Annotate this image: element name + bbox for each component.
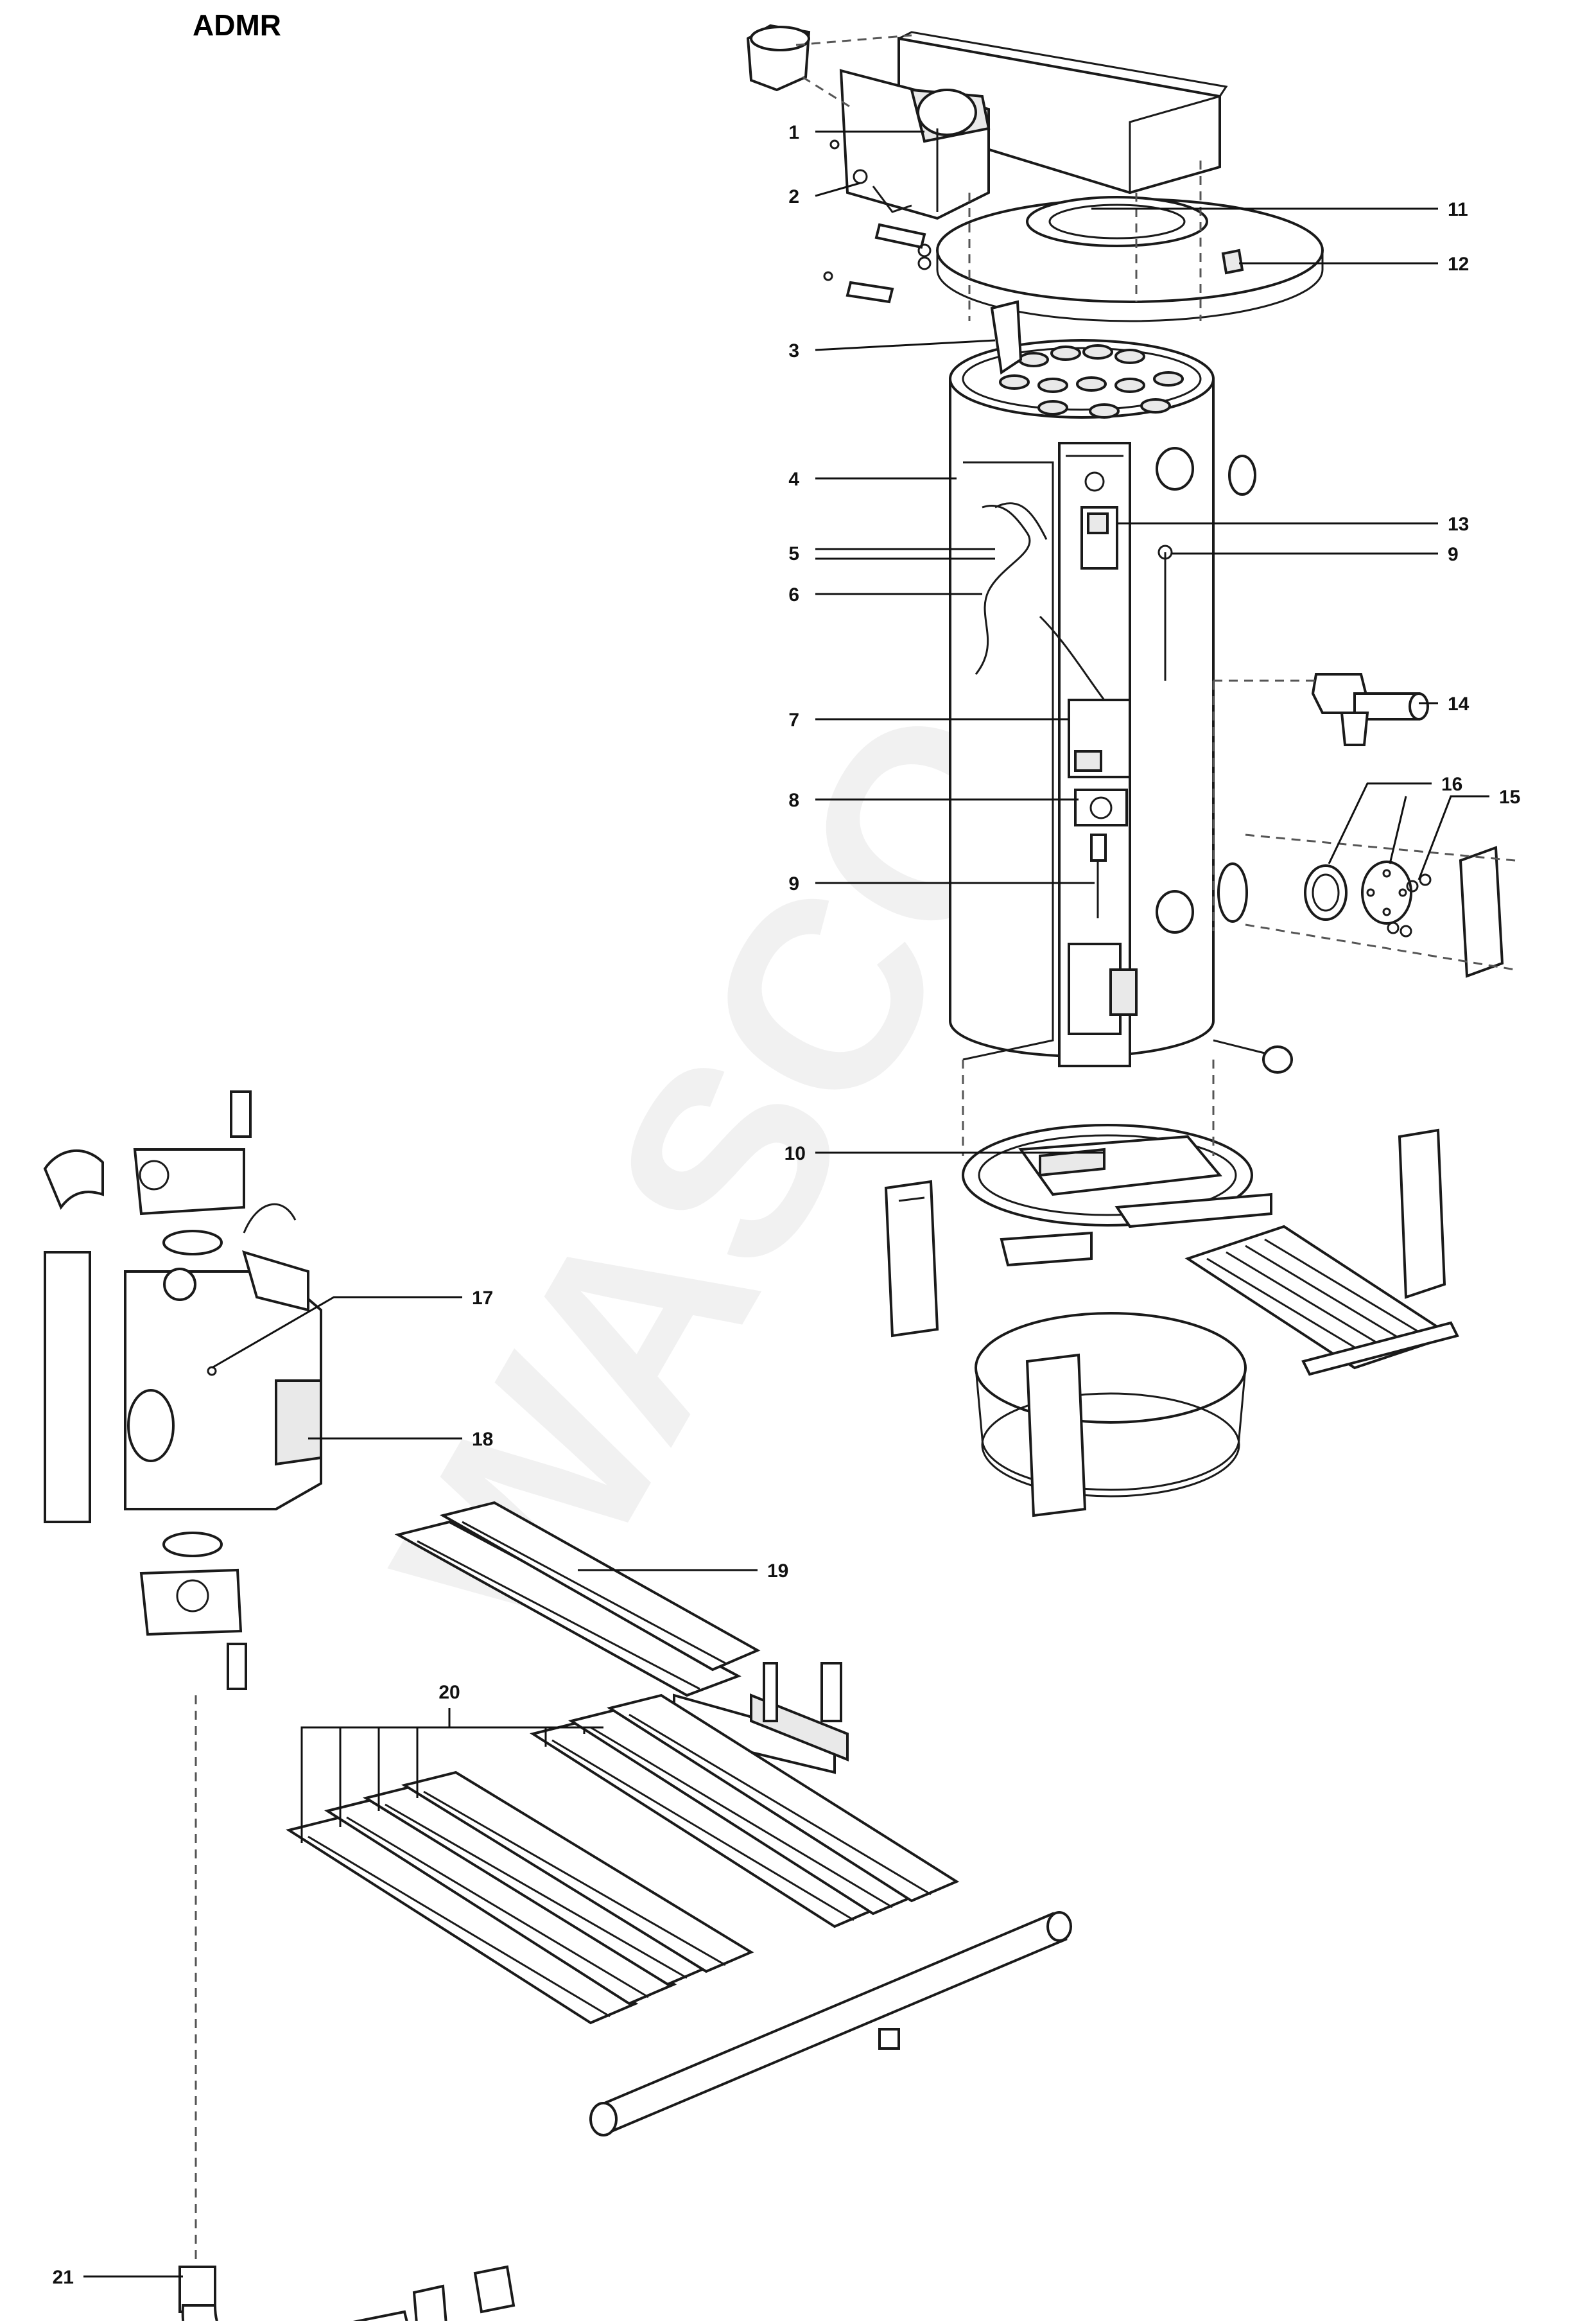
callout-2: 2 [788, 186, 799, 207]
side-bracket-right [1398, 1128, 1446, 1299]
callout-6: 6 [788, 584, 799, 606]
top-cover [936, 196, 1324, 322]
side-bracket-left [884, 1180, 939, 1338]
callout-9-lower: 9 [788, 873, 799, 895]
callout-8: 8 [788, 790, 799, 811]
combustion-chamber [962, 1124, 1272, 1267]
callout-21: 21 [53, 2267, 74, 2288]
callout-19: 19 [767, 1560, 788, 1582]
callout-5: 5 [788, 543, 799, 564]
callout-10: 10 [785, 1143, 806, 1164]
callout-4: 4 [788, 469, 799, 490]
callout-13: 13 [1448, 514, 1469, 535]
callout-15: 15 [1499, 787, 1520, 808]
callout-12: 12 [1448, 254, 1469, 275]
tank-body [949, 300, 1293, 1074]
burner-19 [394, 1501, 849, 1774]
callout-7: 7 [788, 710, 799, 731]
callout-20: 20 [438, 1682, 460, 1703]
burner-grid-small [1184, 1225, 1459, 1376]
callout-1: 1 [788, 122, 799, 143]
callout-9-upper: 9 [1448, 544, 1459, 565]
gas-valve-assembly [43, 1090, 322, 1690]
diagram-title: ADMR [193, 8, 281, 42]
inspection-cover-assembly [1304, 846, 1504, 978]
callout-18: 18 [472, 1429, 493, 1450]
callout-3: 3 [788, 340, 799, 362]
gas-hose-21 [178, 2265, 516, 2324]
burner-set-20 [286, 1693, 1072, 2136]
callout-17: 17 [472, 1288, 493, 1309]
leader-lines [83, 130, 1489, 2278]
flue-hood-assembly [746, 24, 1228, 220]
base-pan [975, 1312, 1247, 1517]
ignitor-parts [823, 223, 932, 304]
callout-16: 16 [1441, 774, 1462, 795]
callout-14: 14 [1448, 694, 1470, 715]
relief-valve [1311, 673, 1429, 746]
callout-11: 11 [1448, 199, 1468, 220]
